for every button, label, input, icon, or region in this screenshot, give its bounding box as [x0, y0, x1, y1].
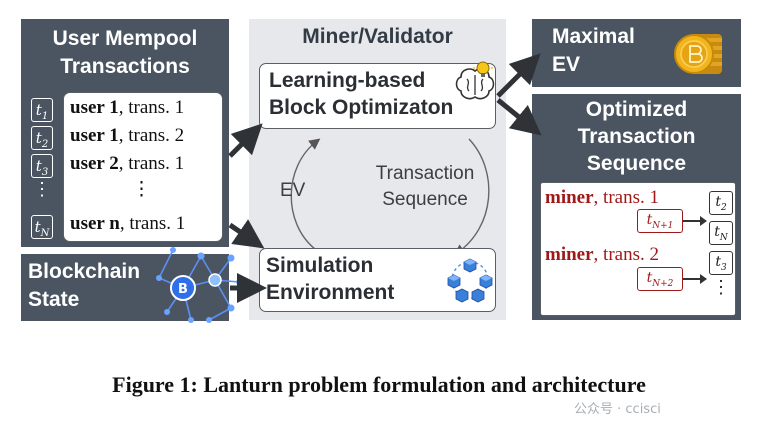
- svg-text:B: B: [178, 282, 188, 297]
- seq-label-tN: tN: [709, 221, 733, 245]
- optimizer-line1: Learning-based: [269, 69, 426, 92]
- optimized-sequence-panel: Optimized Transaction Sequence miner, tr…: [532, 94, 741, 320]
- seq-arrow-2: [683, 278, 703, 280]
- tx-label-tN: tN: [31, 215, 53, 239]
- miner-validator-panel: Miner/Validator Learning-based Block Opt…: [249, 19, 506, 320]
- optimizer-line2: Block Optimizaton: [269, 96, 454, 119]
- feedback-loop-arrows: [290, 138, 490, 256]
- brain-lightbulb-icon: [455, 61, 495, 100]
- transaction-sequence-label-line1: Transaction: [375, 163, 475, 184]
- optimized-title-line1: Optimized: [585, 98, 688, 121]
- tx-row-1: user 1, trans. 1: [70, 97, 185, 118]
- learning-optimizer-box: Learning-based Block Optimizaton: [259, 61, 496, 129]
- mempool-title-line1: User Mempool: [52, 27, 198, 50]
- seq-label-tN2: tN+2: [637, 267, 683, 291]
- tx-row-2: user 1, trans. 2: [70, 125, 185, 146]
- watermark: 公众号 · ccisci: [574, 402, 661, 417]
- flow-arrows: [228, 53, 542, 303]
- maximal-ev-line1: Maximal: [552, 25, 635, 48]
- seq-label-t2: t2: [709, 191, 733, 215]
- optimized-title-line2: Transaction: [577, 125, 696, 148]
- simulation-line2: Environment: [266, 281, 395, 304]
- coin-icon: [674, 34, 722, 74]
- maximal-ev-panel: Maximal EV: [532, 19, 741, 87]
- optimized-tx-list: miner, trans. 1 tN+1 miner, trans. 2 tN+…: [540, 182, 736, 316]
- tx-row-3: user 2, trans. 1: [70, 153, 185, 174]
- maximal-ev-line2: EV: [552, 53, 581, 76]
- miner-title: Miner/Validator: [302, 25, 453, 48]
- tx-label-t2: t2: [31, 126, 53, 150]
- blockchain-title-line1: Blockchain: [28, 260, 141, 283]
- optimized-title-line3: Sequence: [586, 152, 687, 175]
- simulation-environment-box: Simulation Environment: [259, 248, 496, 312]
- figure-caption: Figure 1: Lanturn problem formulation an…: [112, 372, 646, 397]
- seq-arrowhead-2: [700, 274, 707, 284]
- optimized-row-2: miner, trans. 2: [545, 244, 659, 265]
- tx-label-ellipsis: ⋮: [33, 179, 51, 199]
- seq-label-ellipsis: ⋮: [712, 277, 730, 297]
- blocks-network-icon: [447, 258, 493, 303]
- mempool-panel: User Mempool Transactions t1 t2 t3 ⋮ tN …: [21, 19, 229, 247]
- seq-label-t3: t3: [709, 251, 733, 275]
- blockchain-title-line2: State: [28, 288, 80, 311]
- tx-row-n: user n, trans. 1: [70, 213, 186, 234]
- tx-row-ellipsis: ⋮: [132, 179, 151, 200]
- mempool-tx-list: user 1, trans. 1 user 1, trans. 2 user 2…: [63, 92, 223, 242]
- tx-label-t3: t3: [31, 154, 53, 178]
- transaction-sequence-label-line2: Sequence: [382, 189, 468, 210]
- seq-arrow-1: [683, 220, 703, 222]
- optimized-row-1: miner, trans. 1: [545, 187, 659, 208]
- blockchain-network-icon: B: [156, 247, 242, 323]
- seq-arrowhead-1: [700, 216, 707, 226]
- mempool-title-line2: Transactions: [60, 55, 190, 78]
- seq-label-tN1: tN+1: [637, 209, 683, 233]
- blockchain-state-panel: Blockchain State B: [21, 247, 242, 323]
- simulation-line1: Simulation: [266, 254, 374, 277]
- ev-label: EV: [280, 180, 306, 201]
- tx-label-t1: t1: [31, 98, 53, 122]
